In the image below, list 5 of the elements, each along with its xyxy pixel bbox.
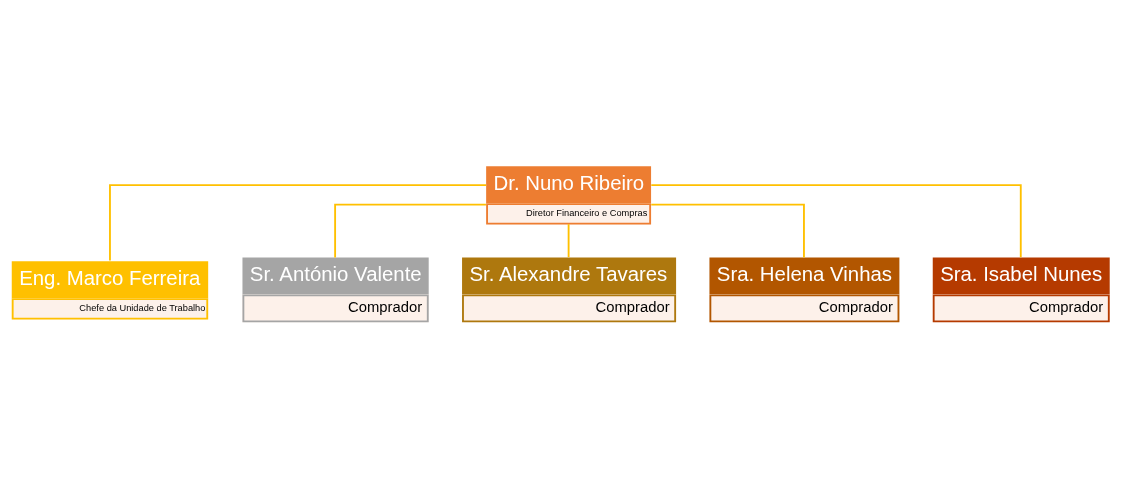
connector	[109, 183, 487, 261]
connector	[650, 183, 1022, 258]
connector	[650, 203, 805, 258]
connector	[334, 203, 487, 258]
connector	[567, 222, 570, 258]
